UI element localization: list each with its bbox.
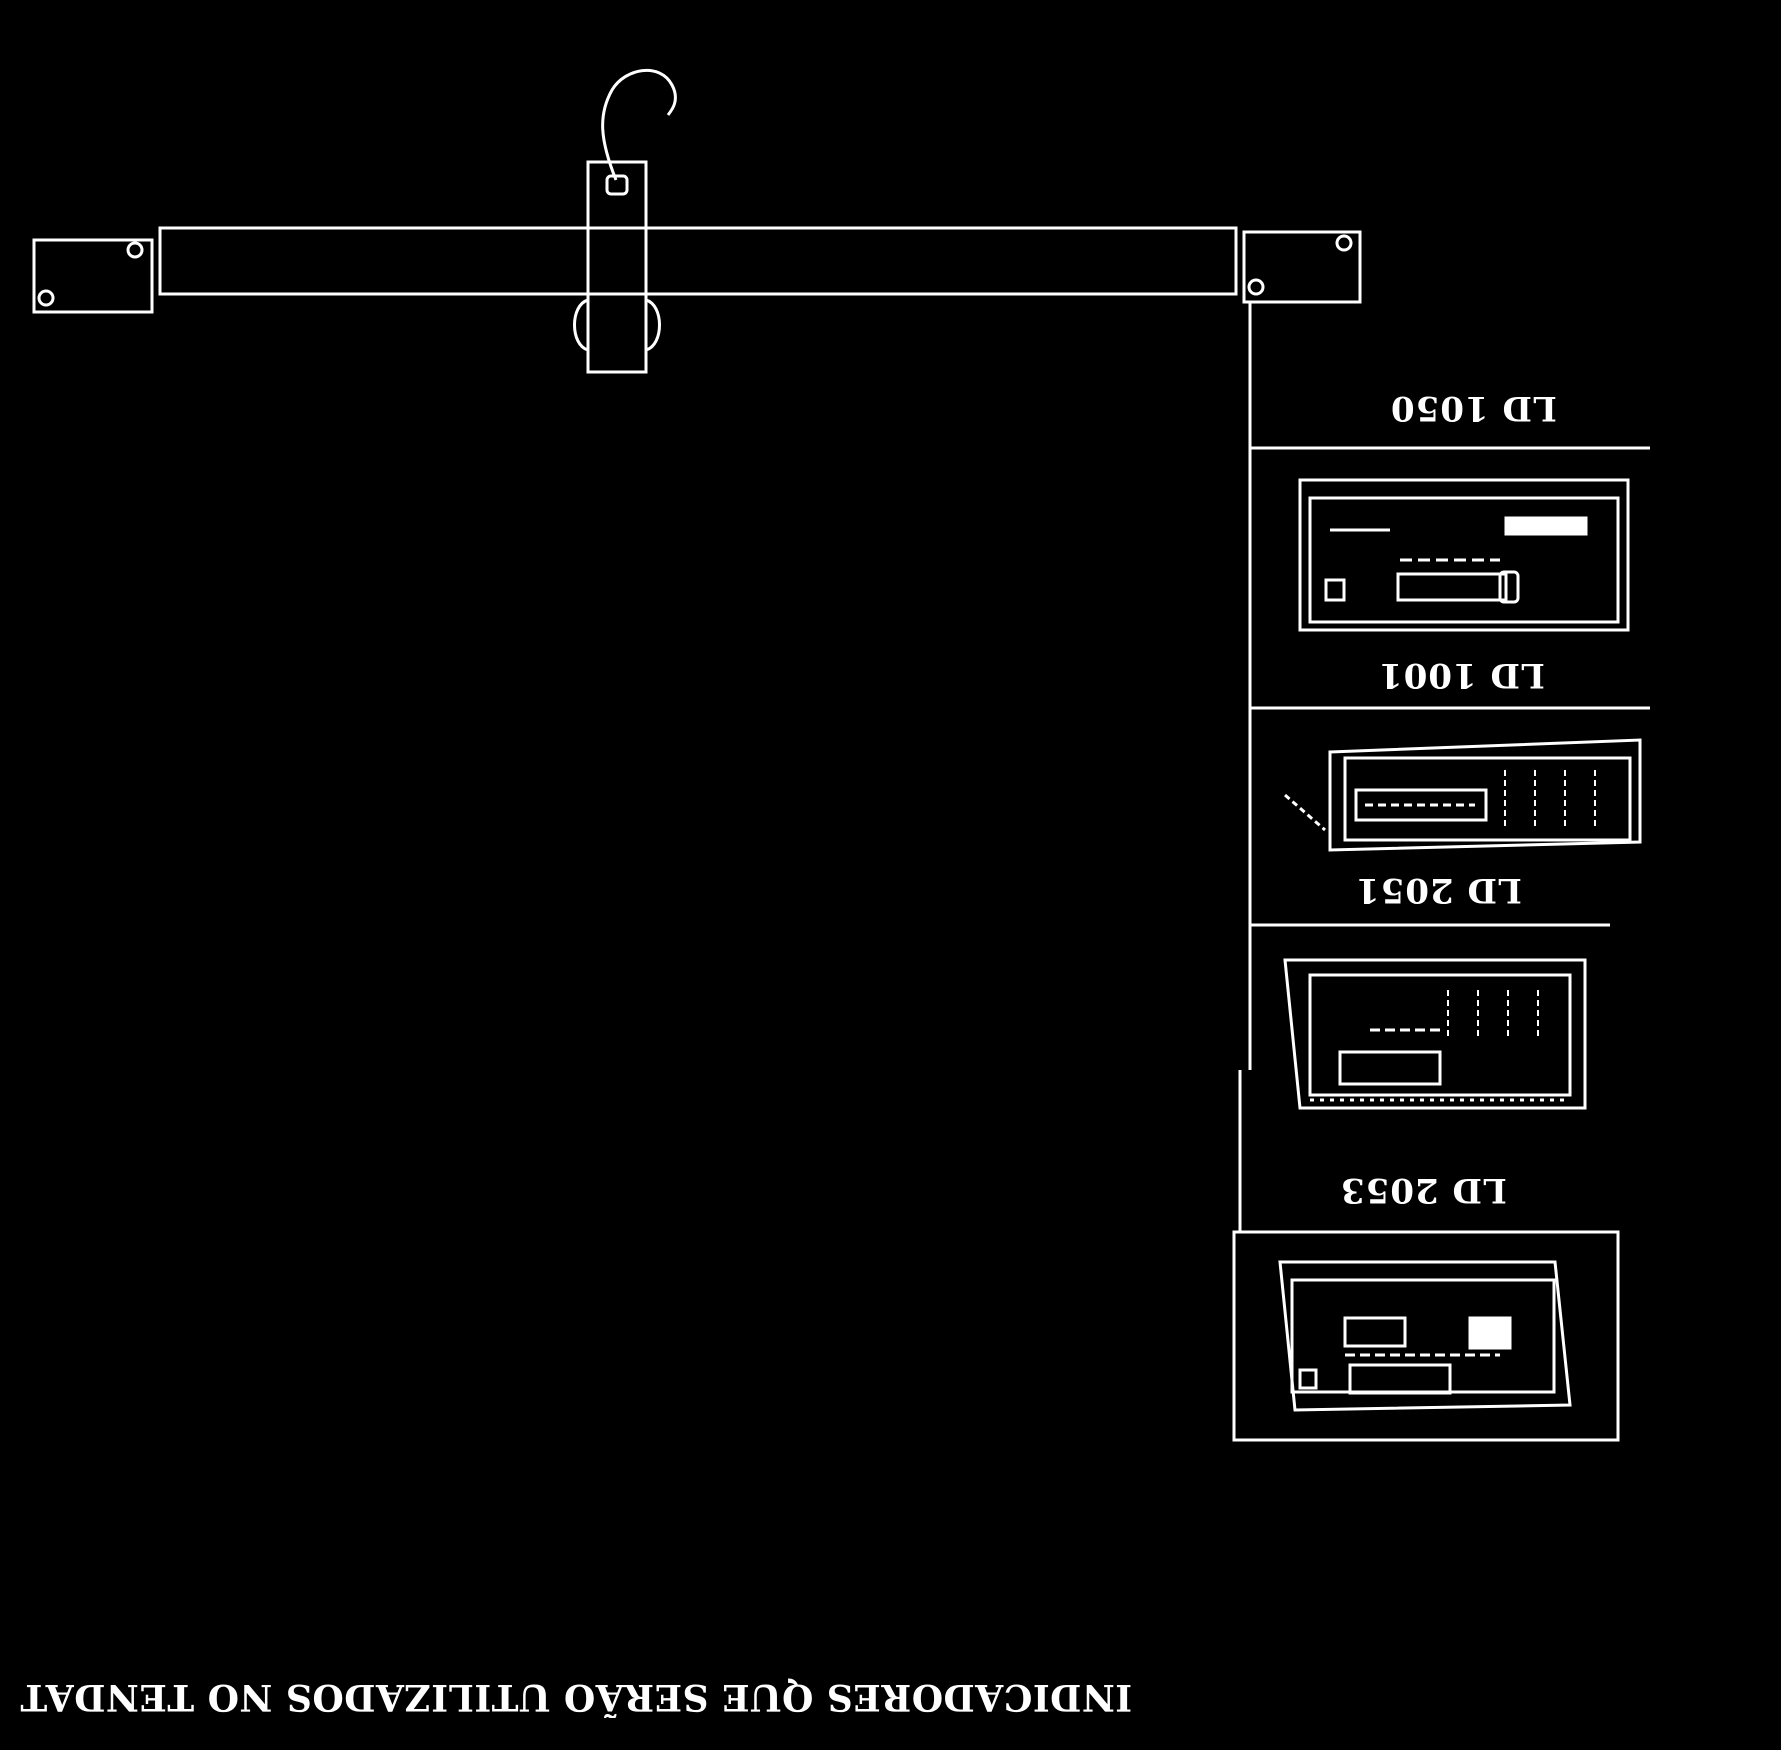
page-title: INDICADORES QUE SERÃO UTILIZADOS NO TEND… bbox=[20, 1676, 1133, 1718]
load-cell-slot bbox=[605, 174, 629, 196]
indicator-device-3 bbox=[1283, 958, 1587, 1110]
indicator-label-2: LD 1001 bbox=[1378, 655, 1545, 695]
hook-icon bbox=[601, 68, 677, 181]
indicator-device-4 bbox=[1278, 1260, 1572, 1412]
indicator-label-3: LD 2051 bbox=[1355, 870, 1522, 910]
left-end-bolt-2 bbox=[126, 241, 144, 259]
beam bbox=[158, 226, 1238, 296]
load-cell-clamp-right bbox=[645, 298, 661, 352]
right-end-bolt-2 bbox=[1247, 278, 1265, 296]
beam-right-end bbox=[1242, 230, 1362, 304]
right-end-bolt bbox=[1335, 234, 1353, 252]
indicator-device-2 bbox=[1284, 738, 1642, 852]
load-cell-clamp-left bbox=[573, 298, 589, 352]
indicator-box-frame bbox=[1232, 1230, 1620, 1442]
beam-left-end bbox=[32, 238, 154, 314]
left-end-bolt bbox=[37, 289, 55, 307]
indicator-label-1: LD 1050 bbox=[1390, 388, 1557, 428]
load-cell-body bbox=[586, 160, 648, 374]
indicator-device-1 bbox=[1298, 478, 1630, 632]
indicator-label-4: LD 2053 bbox=[1340, 1170, 1507, 1210]
